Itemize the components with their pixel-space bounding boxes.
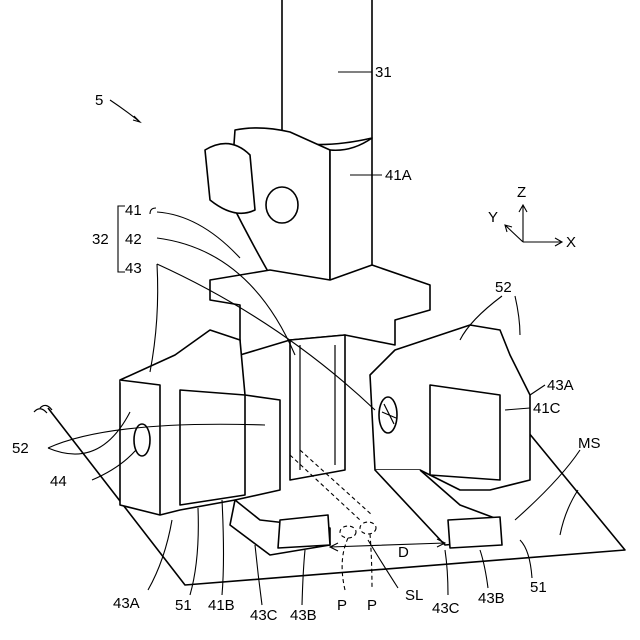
label-point-a: P xyxy=(337,597,347,614)
label-slit: SL xyxy=(405,587,423,604)
label-foot-right: 43A xyxy=(547,377,574,394)
label-part43: 43 xyxy=(125,260,142,277)
axis-glyph xyxy=(505,205,562,246)
label-tip-left: 43B xyxy=(290,607,317,624)
label-side-right: 41C xyxy=(533,400,561,417)
label-side-left: 41B xyxy=(208,597,235,614)
label-z-axis: Z xyxy=(517,184,526,201)
label-device: 5 xyxy=(95,92,103,109)
label-teeth-left: 43C xyxy=(250,607,278,624)
label-distance: D xyxy=(398,544,409,561)
label-part42: 42 xyxy=(125,231,142,248)
label-tip-right: 43B xyxy=(478,590,505,607)
label-group: 32 xyxy=(92,231,109,248)
label-spring-left: 52 xyxy=(12,440,29,457)
label-point-b: P xyxy=(367,597,377,614)
label-hole: 44 xyxy=(50,473,67,490)
label-base-right: 51 xyxy=(530,579,547,596)
label-y-axis: Y xyxy=(488,209,498,226)
label-x-axis: X xyxy=(566,234,576,251)
label-sheet: MS xyxy=(578,435,601,452)
pivot-body-41a xyxy=(205,128,372,282)
label-shaft-holder: 41A xyxy=(385,167,412,184)
label-foot-left: 43A xyxy=(113,595,140,612)
label-shaft: 31 xyxy=(375,64,392,81)
label-teeth-right: 43C xyxy=(432,600,460,617)
label-spring-right: 52 xyxy=(495,279,512,296)
label-base-left: 51 xyxy=(175,597,192,614)
label-part41: 41 xyxy=(125,202,142,219)
